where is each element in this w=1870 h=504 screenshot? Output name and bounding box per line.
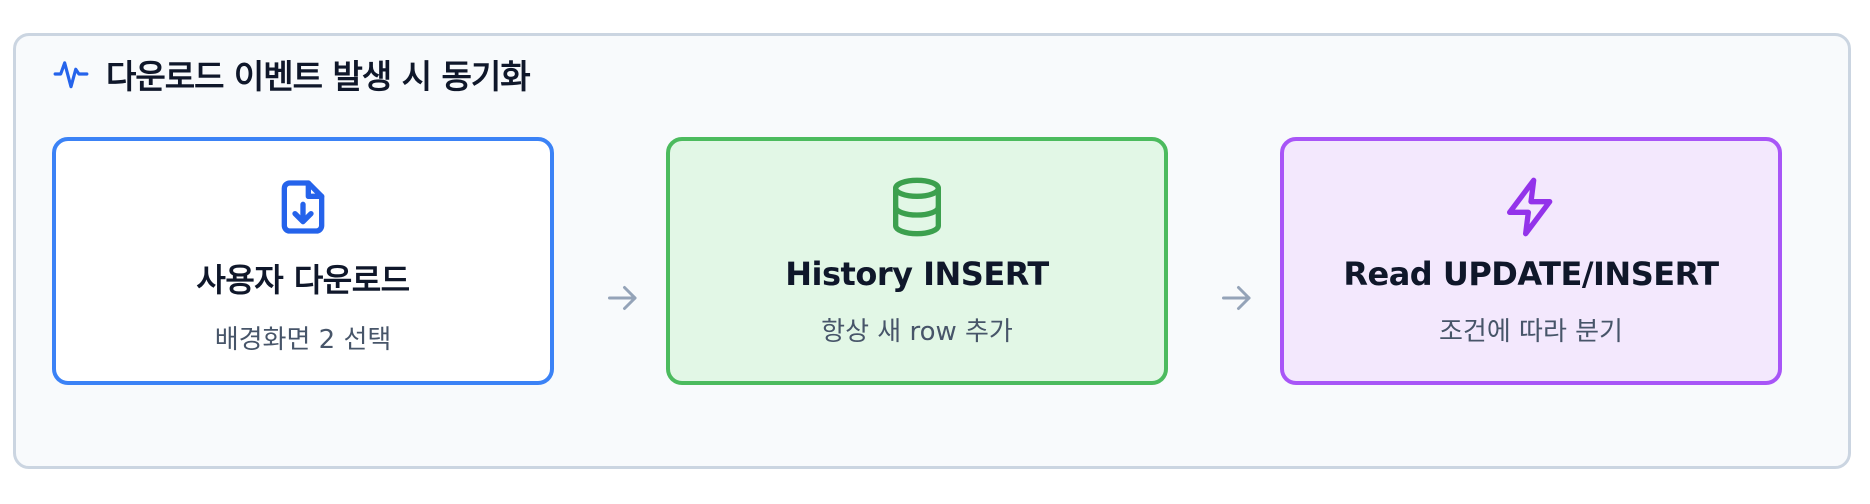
flow-step-user-download: 사용자 다운로드 배경화면 2 선택 [52,137,554,385]
file-download-icon [271,175,335,239]
flow-step-title: History INSERT [785,255,1049,293]
database-icon [885,175,949,239]
flow-step-title: 사용자 다운로드 [196,261,410,299]
lightning-icon [1499,175,1563,239]
flow-step-subtitle: 항상 새 row 추가 [821,317,1013,347]
section-title: 다운로드 이벤트 발생 시 동기화 [106,57,531,96]
activity-icon [52,55,90,93]
arrow-right-icon [1219,280,1255,316]
flow-step-subtitle: 배경화면 2 선택 [214,325,392,355]
flow-step-title: Read UPDATE/INSERT [1343,255,1719,293]
flow-step-subtitle: 조건에 따라 분기 [1439,317,1623,347]
arrow-right-icon [605,280,641,316]
section-heading: 다운로드 이벤트 발생 시 동기화 [52,50,531,98]
flow-step-history-insert: History INSERT 항상 새 row 추가 [666,137,1168,385]
flow-step-read-update-insert: Read UPDATE/INSERT 조건에 따라 분기 [1280,137,1782,385]
